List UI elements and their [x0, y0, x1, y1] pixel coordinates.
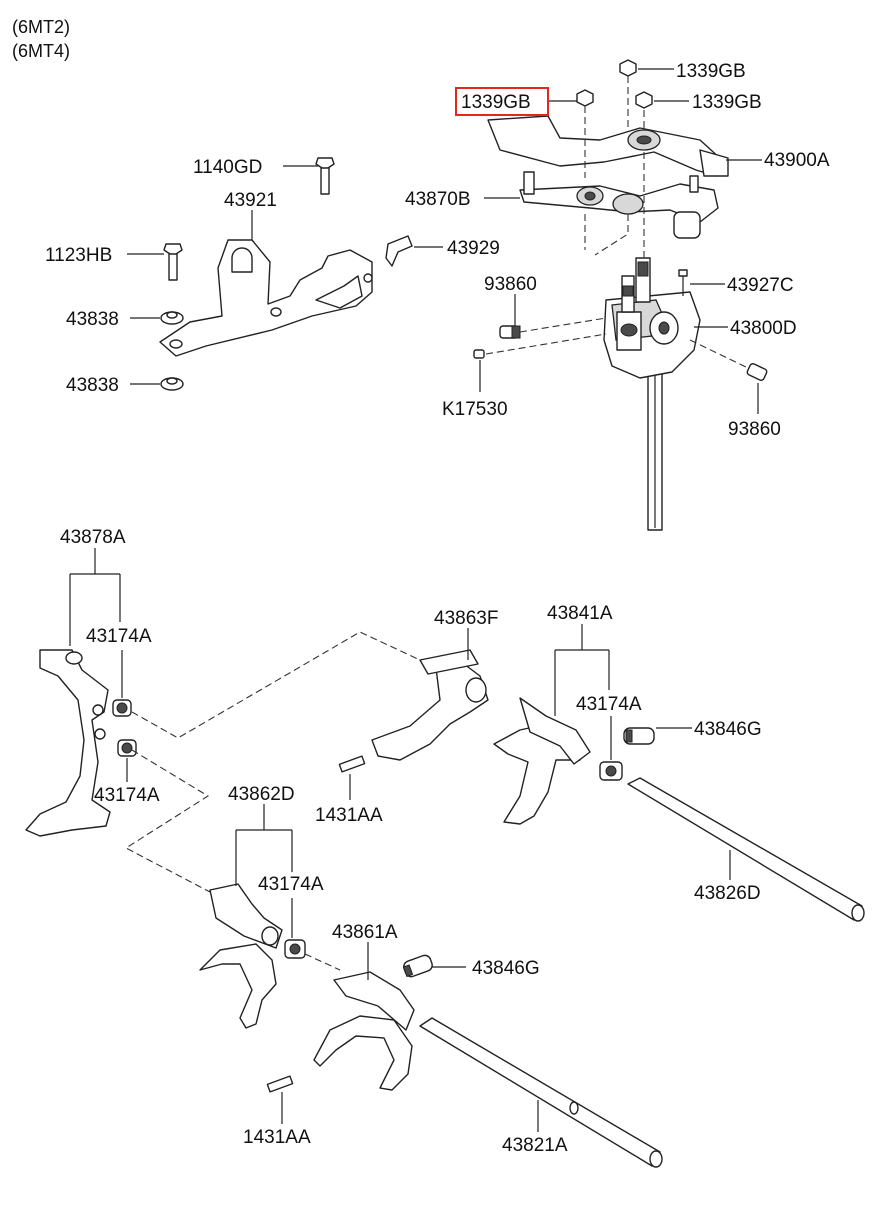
- callout-43861a[interactable]: 43861A: [332, 922, 398, 943]
- bolt-1123hb: [163, 243, 183, 257]
- callout-43826d[interactable]: 43826D: [694, 883, 761, 904]
- callout-43863f[interactable]: 43863F: [434, 608, 498, 629]
- callout-1339gb-top[interactable]: 1339GB: [676, 61, 746, 82]
- callout-43838-upper[interactable]: 43838: [66, 309, 119, 330]
- leader-lines: [69, 68, 762, 1132]
- callout-43921[interactable]: 43921: [224, 190, 277, 211]
- variant-label-6mt4: (6MT4): [12, 41, 70, 61]
- clip: [385, 235, 413, 267]
- shift-fork-43863f: [371, 657, 489, 761]
- shift-fork-43878a: [25, 649, 111, 837]
- upper-lever-plate: [487, 115, 723, 177]
- callout-93860-lower[interactable]: 93860: [728, 419, 781, 440]
- callout-k17530[interactable]: K17530: [442, 399, 508, 420]
- bracket-assembly-drawing: [159, 157, 413, 391]
- callout-43927c[interactable]: 43927C: [727, 275, 794, 296]
- bolt-1140gd: [315, 157, 335, 171]
- callout-43800d[interactable]: 43800D: [730, 318, 797, 339]
- callout-93860-upper[interactable]: 93860: [484, 274, 537, 295]
- hex-nut: [619, 59, 637, 77]
- shift-fork-43862d: [199, 943, 277, 1029]
- pin-1431aa: [338, 755, 366, 773]
- callout-1339gb-right[interactable]: 1339GB: [692, 92, 762, 113]
- mounting-bracket: [159, 239, 373, 357]
- callout-43846g-upper[interactable]: 43846G: [694, 719, 762, 740]
- hex-nut: [635, 91, 653, 109]
- callout-1431aa-upper[interactable]: 1431AA: [315, 805, 383, 826]
- callout-43929[interactable]: 43929: [447, 238, 500, 259]
- callout-1431aa-lower[interactable]: 1431AA: [243, 1127, 311, 1148]
- callout-1123hb[interactable]: 1123HB: [45, 245, 112, 266]
- callout-43174a-2[interactable]: 43174A: [576, 694, 642, 715]
- highlight-box: [455, 87, 549, 116]
- callout-43174a-1[interactable]: 43174A: [86, 626, 152, 647]
- callout-43838-lower[interactable]: 43838: [66, 375, 119, 396]
- callout-1140gd[interactable]: 1140GD: [193, 157, 262, 178]
- pin-k17530: [473, 349, 485, 359]
- callout-43841a[interactable]: 43841A: [547, 603, 613, 624]
- variant-label-6mt2: (6MT2): [12, 17, 70, 37]
- shift-forks-drawing: [25, 631, 865, 1168]
- callout-43846g-lower[interactable]: 43846G: [472, 958, 540, 979]
- callout-43878a[interactable]: 43878A: [60, 527, 126, 548]
- callout-43174a-3[interactable]: 43174A: [94, 785, 160, 806]
- callout-1339gb-highlighted[interactable]: 1339GB: [461, 92, 531, 113]
- callout-43900a[interactable]: 43900A: [764, 150, 830, 171]
- lever-housing-assembly-drawing: [473, 59, 768, 531]
- callout-43862d[interactable]: 43862D: [228, 784, 295, 805]
- pin-1431aa: [266, 1075, 294, 1093]
- callout-43870b[interactable]: 43870B: [405, 189, 471, 210]
- callout-43821a[interactable]: 43821A: [502, 1135, 568, 1156]
- hex-nut: [576, 89, 594, 107]
- plug: [746, 363, 768, 381]
- callout-43174a-4[interactable]: 43174A: [258, 874, 324, 895]
- shift-fork-43861a: [313, 1015, 413, 1091]
